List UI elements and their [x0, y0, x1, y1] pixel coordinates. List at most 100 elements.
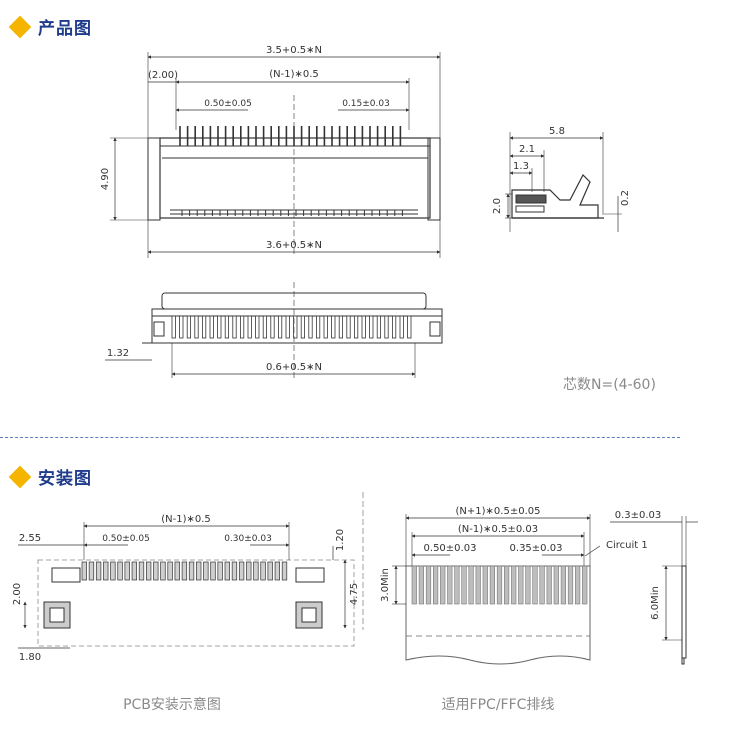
- pin: [353, 315, 359, 339]
- contact: [532, 565, 538, 605]
- contact: [503, 565, 510, 605]
- pin: [217, 315, 222, 339]
- pin: [186, 315, 191, 339]
- pad: [238, 561, 245, 581]
- fpc-drawing: [392, 514, 698, 665]
- install-section-header: 安装图: [8, 464, 92, 489]
- section-divider: [0, 437, 680, 438]
- contact: [425, 565, 432, 605]
- pad: [246, 561, 252, 581]
- contact: [461, 565, 467, 605]
- pad: [153, 561, 159, 581]
- offset-label: (2.00): [148, 70, 178, 81]
- pad: [124, 561, 130, 581]
- side-view-drawing: [505, 132, 622, 232]
- contact: [447, 565, 453, 605]
- pin: [369, 315, 374, 339]
- side-height-label: 2.0: [492, 198, 503, 214]
- pin: [262, 315, 268, 339]
- side-d3-label: 1.3: [513, 161, 529, 172]
- contact: [574, 565, 581, 605]
- pad: [281, 561, 288, 581]
- pin: [331, 315, 336, 339]
- top-view-pins: [179, 126, 403, 216]
- pin: [179, 315, 184, 339]
- pcb-layout-drawing: [18, 492, 364, 649]
- fpc-total-width-label: (N+1)∗0.5±0.05: [456, 506, 541, 517]
- fpc-contacts: [411, 565, 588, 605]
- fpc-thickness-label: 0.3±0.03: [615, 510, 662, 521]
- pad: [253, 561, 259, 581]
- pad: [131, 561, 138, 581]
- contact: [489, 565, 496, 605]
- contact: [511, 565, 517, 605]
- pcb-top-gap-label: 1.20: [335, 529, 346, 551]
- pad: [274, 561, 280, 581]
- pin: [399, 315, 404, 339]
- front-height-label: 1.32: [107, 348, 129, 359]
- pin: [285, 315, 290, 339]
- pad: [160, 561, 166, 581]
- contact: [582, 565, 588, 605]
- fpc-circuit-label: Circuit 1: [606, 540, 648, 551]
- contact: [440, 565, 446, 605]
- pin: [255, 315, 260, 339]
- front-width-label: 0.6+0.5∗N: [266, 362, 322, 373]
- pad: [88, 561, 95, 581]
- pin: [346, 315, 351, 339]
- pcb-pitch-label: 0.50±0.05: [102, 534, 150, 544]
- pin: [194, 315, 199, 339]
- pad: [95, 561, 102, 581]
- fpc-pin-span-label: (N-1)∗0.5±0.03: [458, 524, 538, 535]
- pin: [300, 315, 306, 339]
- contact: [454, 565, 460, 605]
- contact: [567, 565, 574, 605]
- pin: [308, 315, 313, 339]
- contact: [518, 565, 524, 605]
- pcb-pad-tolerance-label: 0.30±0.03: [224, 534, 272, 544]
- pad: [231, 561, 238, 581]
- pad: [217, 561, 223, 581]
- fpc-contact-width-label: 0.35±0.03: [510, 543, 563, 554]
- pin: [277, 315, 283, 339]
- pin-span-label: (N-1)∗0.5: [269, 69, 319, 80]
- front-view-pins: [171, 315, 412, 339]
- pad: [167, 561, 173, 581]
- pad: [117, 561, 123, 581]
- pin: [224, 315, 229, 339]
- pin: [232, 315, 237, 339]
- contact: [475, 565, 481, 605]
- pad: [267, 561, 273, 581]
- side-d2-label: 2.1: [519, 144, 535, 155]
- contact: [432, 565, 439, 605]
- height-label: 4.90: [100, 168, 111, 190]
- contact: [539, 565, 545, 605]
- contact: [418, 565, 425, 605]
- pin: [239, 315, 245, 339]
- contact: [560, 565, 566, 605]
- install-section-title: 安装图: [38, 469, 92, 489]
- pin: [391, 315, 397, 339]
- contact: [468, 565, 474, 605]
- pad: [210, 561, 216, 581]
- pin: [376, 315, 382, 339]
- pad: [188, 561, 195, 581]
- pad: [110, 561, 116, 581]
- fpc-pitch-label: 0.50±0.03: [424, 543, 477, 554]
- pad: [146, 561, 152, 581]
- pad: [260, 561, 266, 581]
- fpc-contact-length-label: 3.0Min: [380, 568, 391, 602]
- tolerance-label: 0.15±0.03: [342, 99, 390, 109]
- contact: [482, 565, 488, 605]
- pin: [323, 315, 328, 339]
- pad: [103, 561, 109, 581]
- pin: [171, 315, 176, 339]
- pin-count-note: 芯数N=(4-60): [563, 377, 656, 393]
- pin: [407, 315, 412, 339]
- pad: [174, 561, 180, 581]
- contact: [546, 565, 552, 605]
- pin: [270, 315, 275, 339]
- pad: [224, 561, 230, 581]
- pcb-caption: PCB安装示意图: [123, 696, 221, 713]
